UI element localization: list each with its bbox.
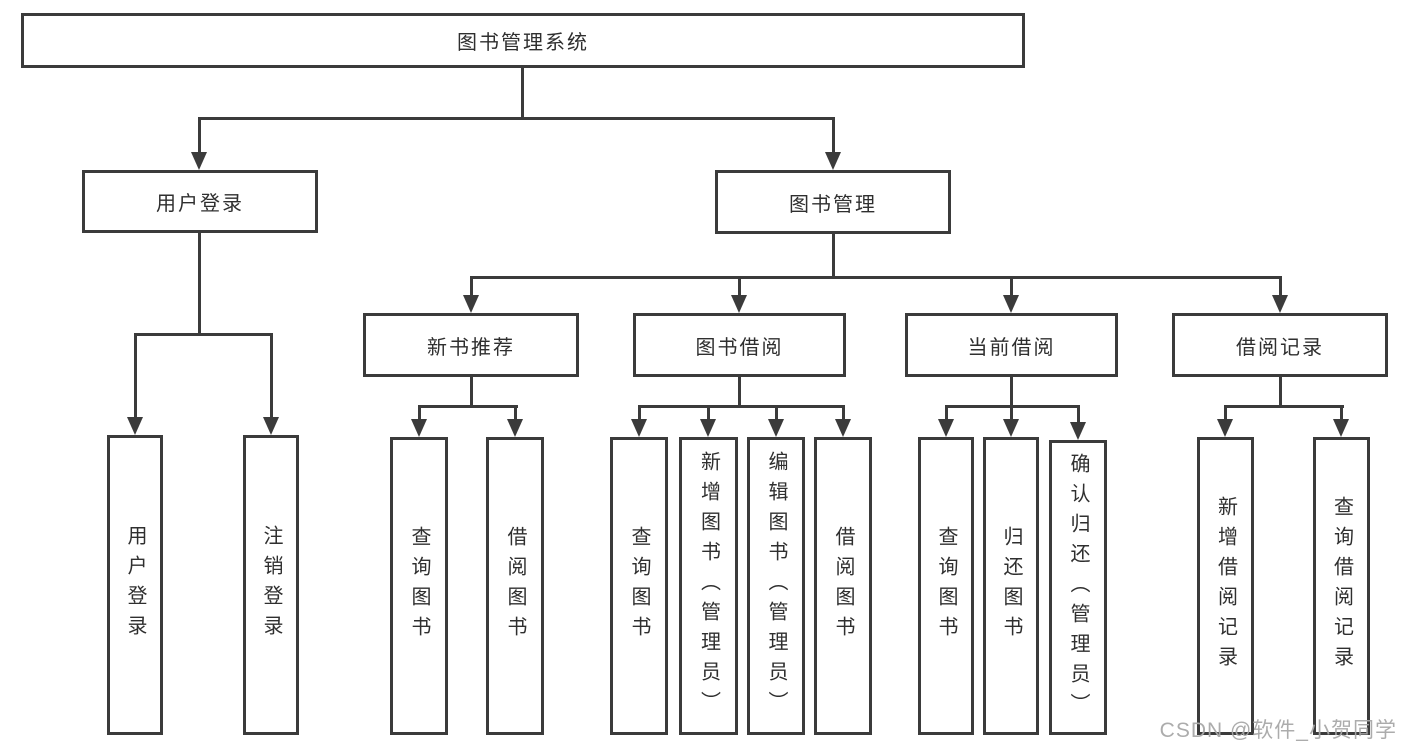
leaf-query-books: 查询图书	[918, 437, 974, 735]
leaf-label: 借阅图书	[832, 526, 854, 646]
leaf-label: 用户登录	[124, 525, 146, 645]
leaf-add-borrow-record: 新增借阅记录	[1197, 437, 1254, 735]
connector-arrowhead	[411, 419, 427, 437]
connector-arrowhead	[1333, 419, 1349, 437]
node-borrowing-records: 借阅记录	[1172, 313, 1388, 377]
connector-line-vertical	[738, 276, 741, 296]
leaf-borrow-books: 借阅图书	[486, 437, 544, 735]
node-label: 新书推荐	[427, 336, 515, 359]
connector-line-vertical	[945, 405, 948, 421]
connector-line-vertical	[1279, 276, 1282, 296]
leaf-label: 新增图书（管理员）	[697, 451, 720, 721]
node-book-management: 图书管理	[715, 170, 951, 234]
node-root-system: 图书管理系统	[21, 13, 1025, 68]
connector-line-vertical	[1340, 405, 1343, 421]
leaf-label: 查询图书	[628, 526, 650, 646]
connector-line-vertical	[1010, 276, 1013, 296]
node-label: 图书管理系统	[457, 32, 589, 54]
connector-line-vertical	[514, 405, 517, 421]
connector-line-horizontal	[470, 276, 1282, 279]
connector-line-vertical	[832, 117, 835, 153]
connector-line-vertical	[775, 405, 778, 421]
leaf-query-borrow-record: 查询借阅记录	[1313, 437, 1370, 735]
leaf-label: 归还图书	[1000, 526, 1022, 646]
leaf-label: 查询图书	[935, 526, 957, 646]
leaf-label: 编辑图书（管理员）	[765, 451, 787, 721]
connector-arrowhead	[463, 295, 479, 313]
connector-line-vertical	[832, 233, 835, 279]
connector-line-vertical	[198, 232, 201, 336]
connector-line-vertical	[134, 333, 137, 418]
connector-arrowhead	[1003, 419, 1019, 437]
connector-line-vertical	[1010, 405, 1013, 421]
connector-line-horizontal	[1224, 405, 1344, 408]
leaf-label: 查询图书	[408, 526, 430, 646]
connector-line-horizontal	[134, 333, 273, 336]
connector-arrowhead	[731, 295, 747, 313]
connector-line-vertical	[842, 405, 845, 421]
leaf-confirm-return-admin: 确认归还（管理员）	[1049, 440, 1107, 735]
connector-arrowhead	[1272, 295, 1288, 313]
node-label: 当前借阅	[967, 336, 1056, 359]
node-user-login: 用户登录	[82, 170, 318, 233]
csdn-watermark: CSDN @软件_小贺同学	[1159, 719, 1397, 742]
connector-arrowhead	[700, 419, 716, 437]
leaf-label: 新增借阅记录	[1214, 496, 1237, 676]
node-book-borrowing: 图书借阅	[633, 313, 846, 377]
connector-line-vertical	[1077, 405, 1080, 423]
node-label: 图书管理	[789, 193, 877, 216]
connector-line-vertical	[1279, 377, 1282, 408]
connector-arrowhead	[1003, 295, 1019, 313]
connector-arrowhead	[191, 152, 207, 170]
connector-arrowhead	[127, 417, 143, 435]
connector-arrowhead	[1217, 419, 1233, 437]
connector-line-vertical	[638, 405, 641, 421]
leaf-query-books: 查询图书	[610, 437, 668, 735]
node-current-borrowing: 当前借阅	[905, 313, 1118, 377]
connector-line-horizontal	[638, 405, 845, 408]
connector-arrowhead	[507, 419, 523, 437]
leaf-add-book-admin: 新增图书（管理员）	[679, 437, 738, 735]
connector-arrowhead	[825, 152, 841, 170]
node-label: 图书借阅	[695, 336, 784, 359]
node-new-book-recommend: 新书推荐	[363, 313, 579, 377]
node-label: 用户登录	[156, 193, 244, 215]
connector-line-vertical	[470, 377, 473, 408]
leaf-edit-book-admin: 编辑图书（管理员）	[747, 437, 805, 735]
connector-line-vertical	[707, 405, 710, 421]
connector-line-vertical	[521, 68, 524, 118]
leaf-user-login: 用户登录	[107, 435, 163, 735]
connector-line-horizontal	[198, 117, 835, 120]
connector-arrowhead	[938, 419, 954, 437]
connector-line-horizontal	[418, 405, 518, 408]
leaf-label: 借阅图书	[504, 526, 526, 646]
connector-arrowhead	[835, 419, 851, 437]
connector-line-vertical	[738, 377, 741, 408]
leaf-query-books: 查询图书	[390, 437, 448, 735]
connector-line-vertical	[198, 117, 201, 153]
connector-line-vertical	[1010, 377, 1013, 408]
leaf-label: 注销登录	[260, 525, 282, 645]
connector-line-vertical	[470, 276, 473, 296]
leaf-logout: 注销登录	[243, 435, 299, 735]
connector-line-vertical	[270, 333, 273, 418]
leaf-label: 确认归还（管理员）	[1067, 452, 1089, 723]
connector-arrowhead	[768, 419, 784, 437]
leaf-borrow-books: 借阅图书	[814, 437, 872, 735]
connector-arrowhead	[263, 417, 279, 435]
connector-line-vertical	[1224, 405, 1227, 421]
node-label: 借阅记录	[1236, 336, 1324, 359]
connector-line-vertical	[418, 405, 421, 421]
connector-arrowhead	[631, 419, 647, 437]
leaf-label: 查询借阅记录	[1330, 496, 1353, 676]
connector-arrowhead	[1070, 422, 1086, 440]
leaf-return-book: 归还图书	[983, 437, 1039, 735]
